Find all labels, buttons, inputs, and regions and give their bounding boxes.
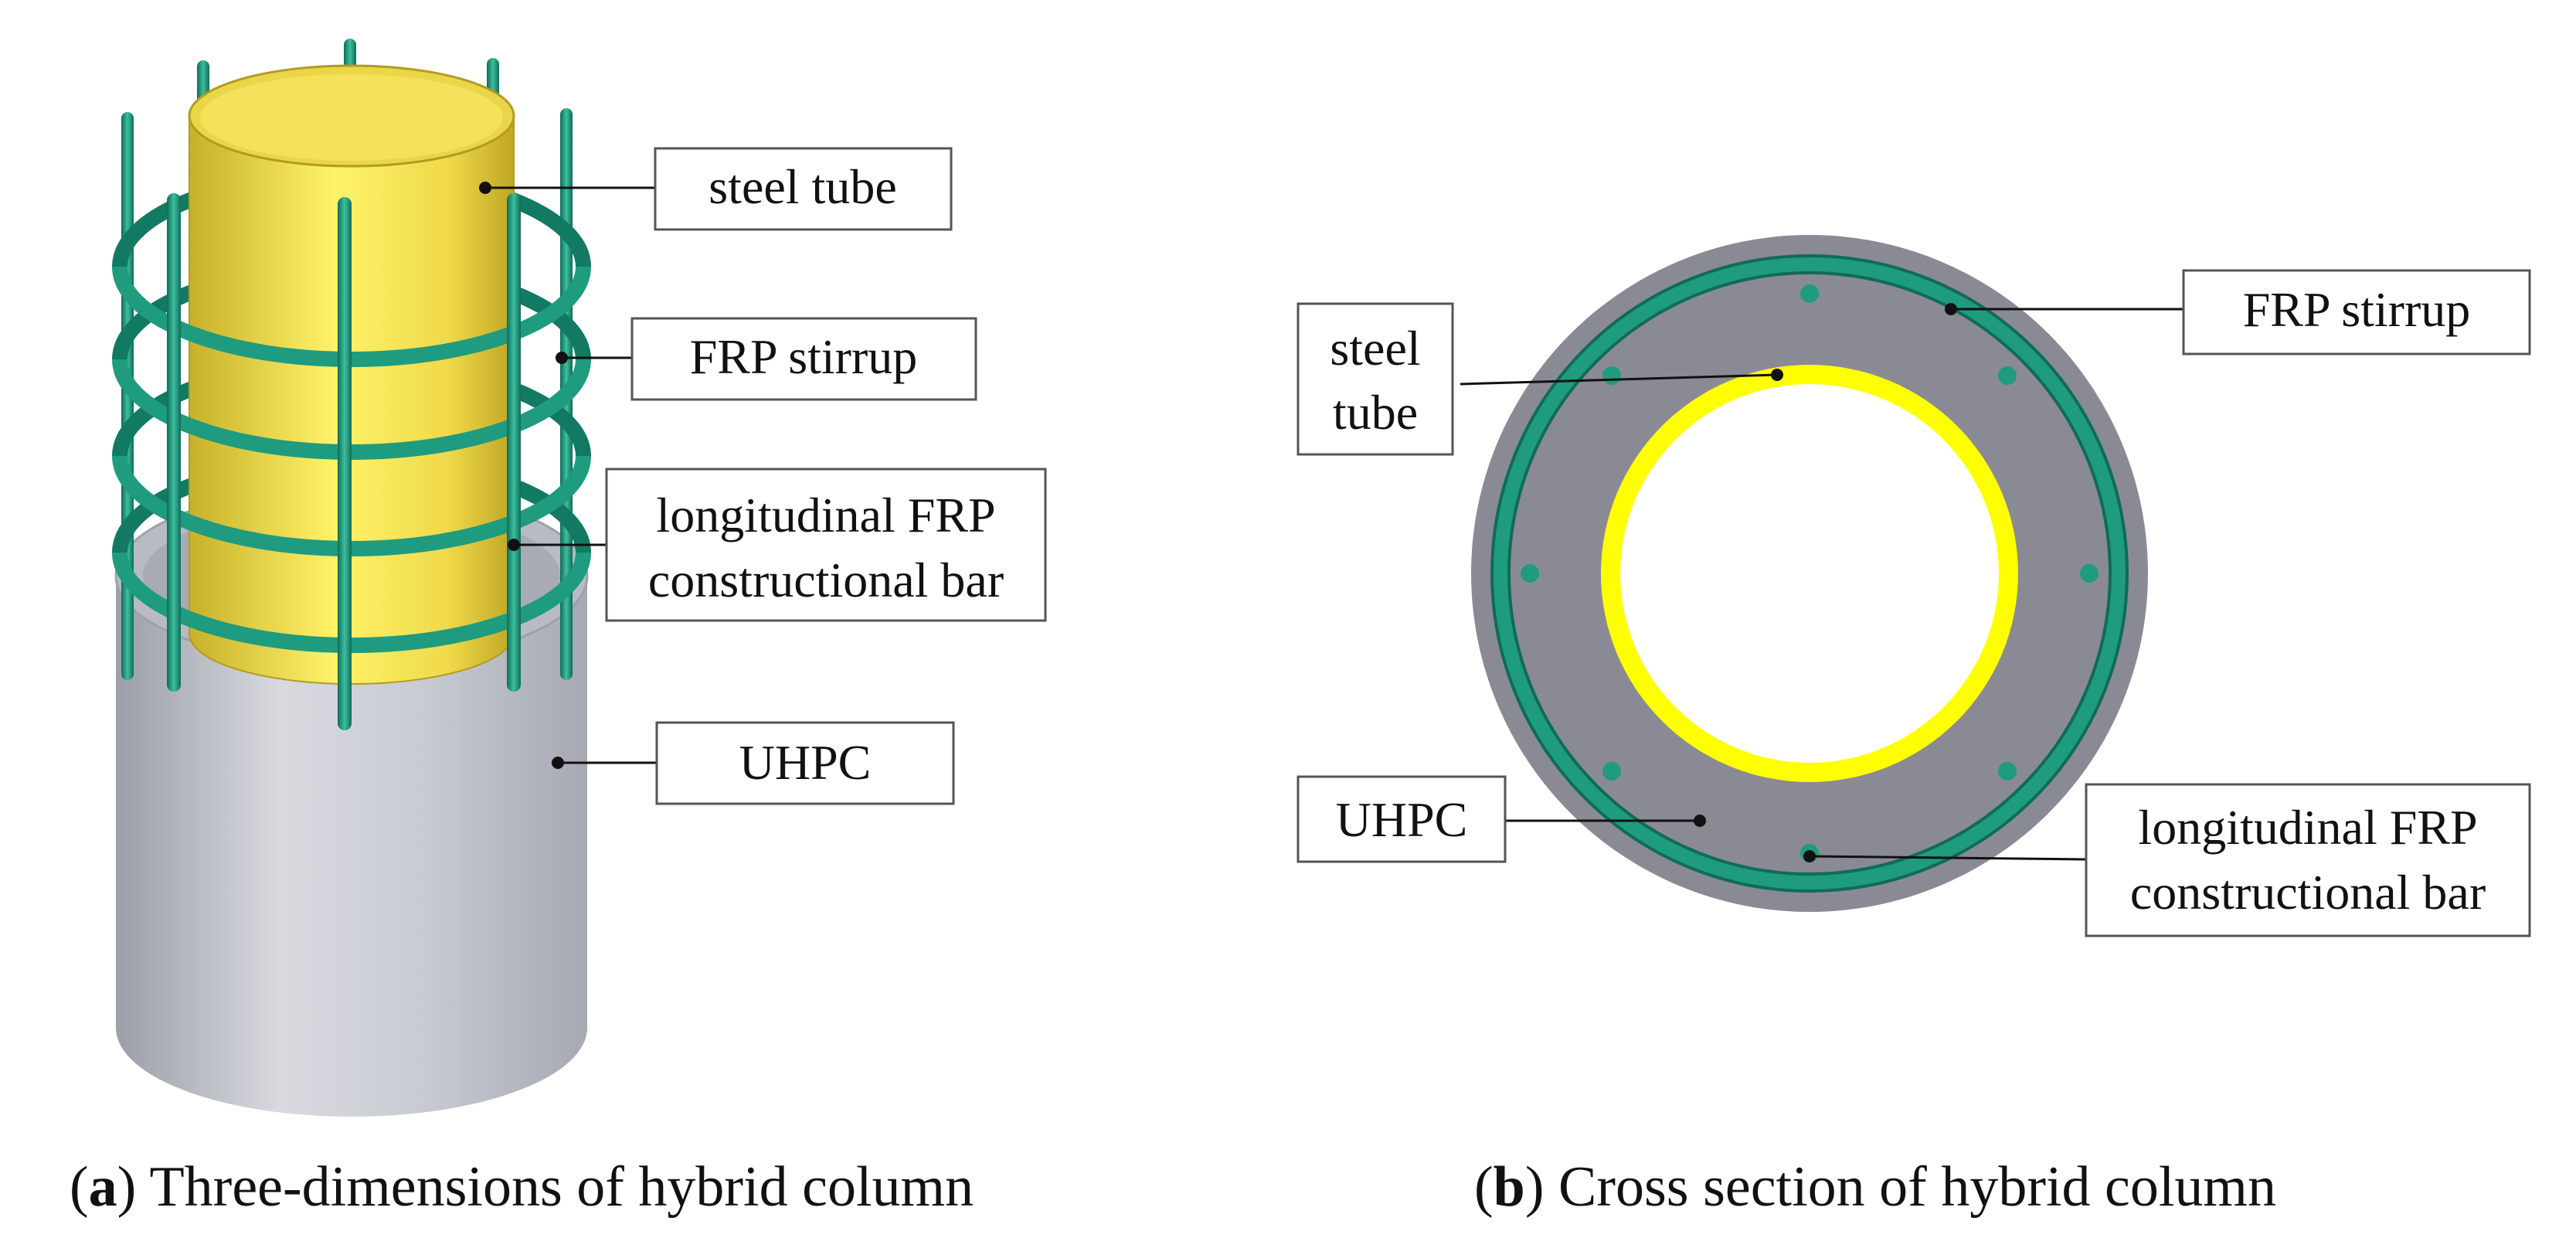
label-longitudinal-a-line1: longitudinal FRP <box>656 488 995 543</box>
label-steel-b-line2: tube <box>1333 385 1418 440</box>
callout-longitudinal-bar-b: longitudinal FRP constructional bar <box>1803 783 2531 937</box>
caption-a-text: Three-dimensions of hybrid column <box>149 1155 974 1219</box>
longitudinal-bar-dot <box>1998 366 2017 385</box>
steel-tube-core <box>1620 384 1999 763</box>
label-frp-stirrup-a: FRP stirrup <box>690 329 918 384</box>
label-frp-stirrup-b: FRP stirrup <box>2243 282 2471 337</box>
longitudinal-bar-dot <box>2080 564 2099 583</box>
label-steel-b-line1: steel <box>1330 321 1420 376</box>
callout-steel-tube-a: steel tube <box>479 147 953 231</box>
label-uhpc-b: UHPC <box>1336 792 1468 847</box>
caption-a: (a) Three-dimensions of hybrid column <box>70 1155 974 1219</box>
label-longitudinal-a-line2: constructional bar <box>648 553 1004 607</box>
callout-frp-stirrup-b: FRP stirrup <box>1945 269 2531 355</box>
longitudinal-bar-dot <box>1998 762 2017 781</box>
longitudinal-bars-front <box>167 193 521 730</box>
callout-frp-stirrup-a: FRP stirrup <box>556 317 977 401</box>
frp-stirrup-ring <box>1494 257 2126 890</box>
longitudinal-bars-section <box>1521 284 2099 862</box>
callout-longitudinal-bar-a: longitudinal FRP constructional bar <box>508 468 1047 622</box>
panel-a-3d-view: steel tube FRP stirrup longitudinal FRP … <box>70 39 1047 1219</box>
label-longitudinal-b-line1: longitudinal FRP <box>2138 800 2477 855</box>
caption-a-tag: a <box>89 1155 117 1219</box>
caption-b-text: Cross section of hybrid column <box>1558 1155 2276 1219</box>
label-longitudinal-b-line2: constructional bar <box>2130 865 2486 920</box>
longitudinal-bar-dot <box>1602 366 1621 385</box>
longitudinal-bar-dot <box>1602 762 1621 781</box>
label-uhpc-a: UHPC <box>739 735 872 790</box>
panel-b-cross-section: steel tube FRP stirrup UHPC longitudinal… <box>1296 235 2531 1219</box>
longitudinal-bar-dot <box>1521 564 1539 583</box>
label-steel-tube-a: steel tube <box>709 159 896 214</box>
callout-uhpc-a: UHPC <box>552 721 955 805</box>
caption-b-tag: b <box>1494 1155 1525 1219</box>
caption-b: (b) Cross section of hybrid column <box>1474 1155 2276 1219</box>
longitudinal-bar-dot <box>1800 284 1819 303</box>
callout-uhpc-b: UHPC <box>1296 775 1706 863</box>
callout-steel-tube-b: steel tube <box>1296 302 1783 456</box>
